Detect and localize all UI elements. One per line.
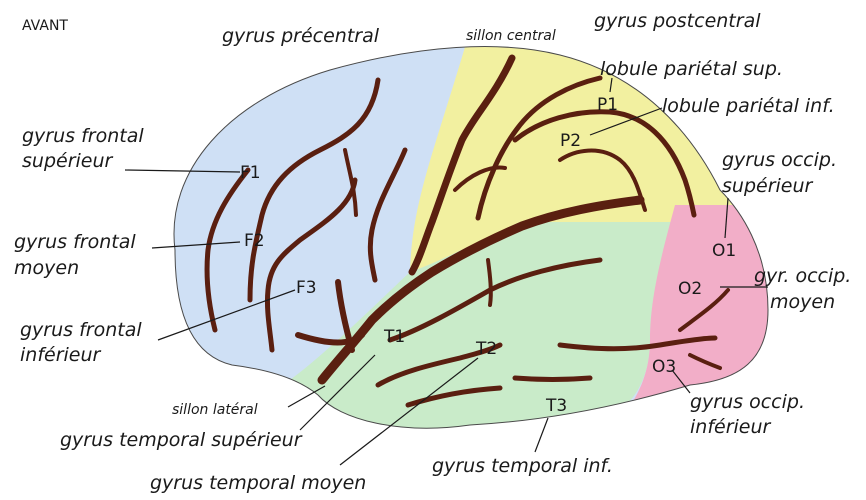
code-O1: O1	[712, 241, 736, 261]
code-F1: F1	[240, 163, 261, 183]
label-gyrus-frontal-moyen-line2: moyen	[14, 257, 79, 279]
code-T2: T2	[475, 339, 497, 359]
label-gyrus-occip-sup-line1: gyrus occip.	[722, 149, 837, 171]
label-gyrus-frontal-inf-line2: inférieur	[20, 344, 102, 366]
code-O3: O3	[652, 357, 676, 377]
label-gyrus-frontal-sup-line2: supérieur	[22, 150, 114, 172]
label-gyr-occip-moyen-line2: moyen	[770, 291, 835, 313]
code-F3: F3	[296, 278, 317, 298]
leader-temporal-inf	[535, 418, 548, 452]
label-gyr-occip-moyen-line1: gyr. occip.	[754, 265, 851, 287]
label-gyrus-precentral: gyrus précentral	[222, 25, 380, 47]
label-gyrus-temporal-sup: gyrus temporal supérieur	[60, 429, 303, 451]
label-gyrus-postcentral: gyrus postcentral	[594, 10, 761, 32]
code-P1: P1	[597, 95, 618, 115]
label-gyrus-temporal-moyen: gyrus temporal moyen	[150, 472, 366, 494]
temporal-sulcus-4	[515, 378, 590, 380]
label-gyrus-temporal-inf: gyrus temporal inf.	[432, 455, 613, 477]
code-P2: P2	[560, 131, 581, 151]
label-lobule-parietal-sup: lobule pariétal sup.	[600, 58, 783, 80]
label-sillon-central: sillon central	[466, 28, 556, 44]
label-gyrus-frontal-sup-line1: gyrus frontal	[22, 125, 144, 147]
label-lobule-parietal-inf: lobule pariétal inf.	[662, 95, 835, 117]
code-F2: F2	[244, 231, 265, 251]
label-gyrus-frontal-inf-line1: gyrus frontal	[20, 319, 142, 341]
label-gyrus-frontal-moyen-line1: gyrus frontal	[14, 231, 136, 253]
code-T3: T3	[545, 396, 567, 416]
corner-label: AVANT	[22, 18, 68, 34]
label-gyrus-occip-inf-line1: gyrus occip.	[690, 391, 805, 413]
label-gyrus-occip-inf-line2: inférieur	[690, 416, 772, 438]
code-T1: T1	[383, 327, 405, 347]
code-O2: O2	[678, 279, 702, 299]
label-gyrus-occip-sup-line2: supérieur	[722, 175, 814, 197]
label-sillon-lateral: sillon latéral	[172, 402, 258, 418]
